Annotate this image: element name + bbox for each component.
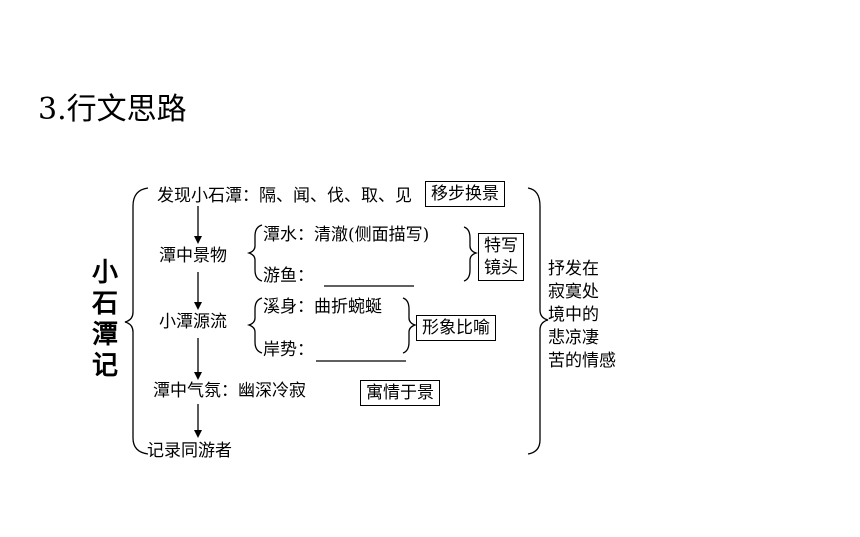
outcome-line-1: 抒发在 xyxy=(548,259,599,279)
metaphor-brace xyxy=(402,297,418,354)
step-water: 潭水：清澈(侧面描写) xyxy=(263,225,430,245)
root-vertical-title: 小 石 潭 记 xyxy=(90,258,120,382)
step-stream: 溪身：曲折蜿蜒 xyxy=(263,297,382,317)
step-discover: 发现小石潭：隔、闻、伐、取、见 xyxy=(157,186,412,206)
arrow-head-4 xyxy=(194,430,202,438)
step-scenery: 潭中景物 xyxy=(159,246,227,266)
scenery-brace xyxy=(246,224,263,282)
arrow-head-1 xyxy=(194,236,202,244)
source-brace xyxy=(246,297,263,354)
step-bank: 岸势： xyxy=(263,340,314,360)
outcome-line-4: 悲凉凄 xyxy=(548,328,599,348)
tag-closeup: 特写 镜头 xyxy=(478,233,524,281)
root-char-4: 记 xyxy=(91,351,118,381)
arrow-head-3 xyxy=(194,372,202,380)
tag-closeup-line-2: 镜头 xyxy=(484,258,518,278)
tag-closeup-line-1: 特写 xyxy=(484,236,518,256)
step-record: 记录同游者 xyxy=(147,441,232,461)
tag-emotion: 寓情于景 xyxy=(360,380,440,406)
left-brace xyxy=(124,187,149,455)
root-char-2: 石 xyxy=(91,289,118,319)
outcome-line-3: 境中的 xyxy=(548,305,599,325)
tag-walk: 移步换景 xyxy=(425,181,505,207)
step-source: 小潭源流 xyxy=(159,312,227,332)
step-atmosphere: 潭中气氛：幽深冷寂 xyxy=(153,381,306,401)
arrow-head-2 xyxy=(194,302,202,310)
closeup-brace xyxy=(463,226,479,282)
step-fish: 游鱼： xyxy=(263,266,314,286)
tag-metaphor: 形象比喻 xyxy=(416,315,496,341)
root-char-1: 小 xyxy=(91,258,118,288)
outcome-line-5: 苦的情感 xyxy=(548,351,616,371)
right-brace xyxy=(527,187,549,455)
outcome-text: 抒发在 寂寞处 境中的 悲凉凄 苦的情感 xyxy=(548,258,616,373)
page-title: 3.行文思路 xyxy=(38,92,187,127)
root-char-3: 潭 xyxy=(91,320,118,350)
outcome-line-2: 寂寞处 xyxy=(548,282,599,302)
